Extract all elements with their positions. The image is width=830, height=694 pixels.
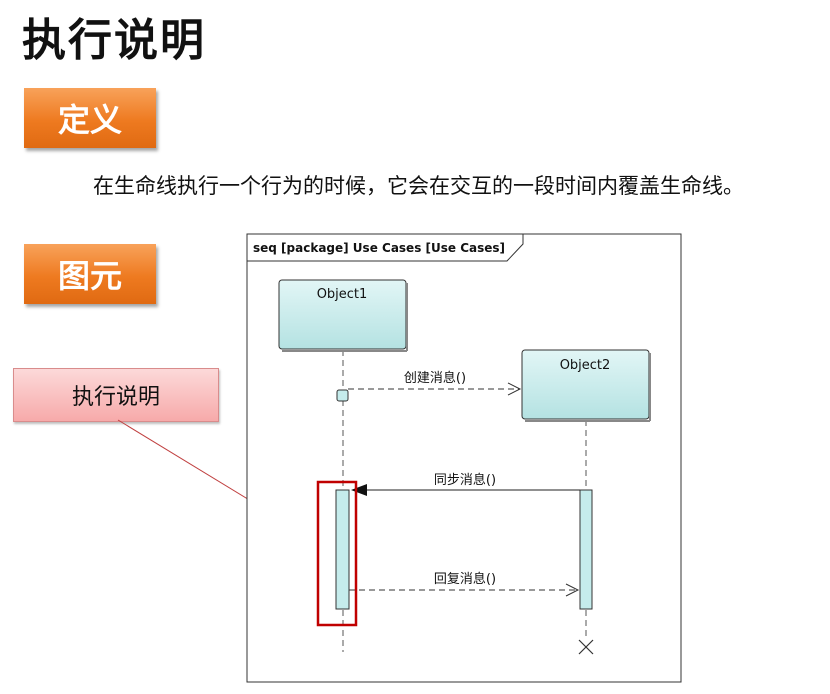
definition-badge: 定义: [24, 88, 156, 148]
reply-message-arrowhead: [565, 583, 580, 597]
elements-badge: 图元: [24, 244, 156, 304]
reply-message-label: 回复消息(): [434, 571, 496, 587]
execution-callout: 执行说明: [13, 368, 219, 422]
object2-box: [521, 349, 650, 420]
sync-message-label: 同步消息(): [434, 472, 496, 488]
frame-label: seq [package] Use Cases [Use Cases]: [253, 241, 505, 255]
object1-label: Object1: [317, 287, 368, 302]
object2-label: Object2: [560, 358, 611, 373]
sync-message-arrowhead: [351, 484, 367, 496]
diagram-frame: [246, 233, 682, 683]
execution-highlight-box: [316, 480, 358, 627]
create-activation-small: [336, 389, 349, 402]
callout-connector-line: [117, 419, 334, 552]
object2-activation: [579, 489, 593, 610]
object1-box: [278, 279, 407, 350]
definition-text: 在生命线执行一个行为的时候，它会在交互的一段时间内覆盖生命线。: [93, 174, 744, 198]
destruction-marker-icon: [578, 639, 594, 655]
create-message-label: 创建消息(): [404, 370, 466, 386]
create-message-arrowhead: [507, 382, 522, 396]
frame-label-tab: [246, 233, 524, 262]
object1-activation: [335, 489, 350, 610]
page-title: 执行说明: [22, 15, 206, 66]
